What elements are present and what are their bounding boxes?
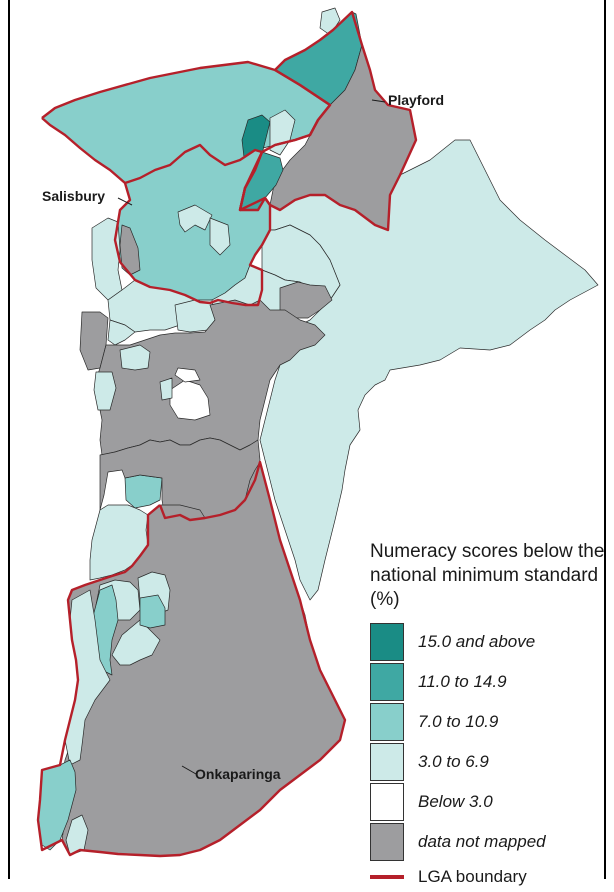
legend-swatch [370, 783, 404, 821]
frame-right-border [604, 0, 606, 879]
map-region [119, 344, 151, 371]
legend-item-label: Below 3.0 [418, 792, 493, 811]
onkaparinga-boundary [36, 460, 347, 858]
leader-onkaparinga [181, 765, 197, 775]
legend-item: data not mapped [370, 822, 610, 862]
legend-boundary-swatch [370, 875, 404, 879]
legend-title: Numeracy scores below the national minim… [370, 541, 605, 610]
leader-playford [371, 99, 386, 103]
legend-boundary-label: LGA boundary [418, 867, 527, 886]
legend-item-label: 11.0 to 14.9 [418, 672, 507, 691]
lga-boundaries [36, 10, 418, 858]
legend-item: 3.0 to 6.9 [370, 742, 610, 782]
legend-item-label: 15.0 and above [418, 632, 536, 651]
salisbury-inner [124, 143, 264, 211]
legend-swatch [370, 703, 404, 741]
salisbury-boundary [41, 60, 332, 307]
legend-item: 11.0 to 14.9 [370, 662, 610, 702]
map-region [269, 109, 296, 156]
map-regions [37, 7, 599, 857]
legend-item: 7.0 to 10.9 [370, 702, 610, 742]
label-salisbury: Salisbury [42, 188, 106, 204]
map-region [259, 139, 599, 601]
frame-left-border [8, 0, 10, 879]
legend-item: 15.0 and above [370, 622, 610, 662]
map-region [124, 474, 163, 509]
legend-rows: 15.0 and above 11.0 to 14.9 7.0 to 10.9 3.0… [370, 622, 610, 862]
legend-item-label: data not mapped [418, 832, 546, 851]
map-legend: Numeracy scores below the national minim… [370, 540, 610, 892]
map-region [119, 224, 141, 276]
label-onkaparinga: Onkaparinga [195, 766, 281, 782]
legend-item-label: 7.0 to 10.9 [418, 712, 499, 731]
legend-item-label: 3.0 to 6.9 [418, 752, 489, 771]
label-playford: Playford [388, 92, 445, 108]
legend-boundary-row: LGA boundary [370, 862, 610, 892]
legend-swatch [370, 743, 404, 781]
legend-swatch [370, 623, 404, 661]
map-region [159, 377, 173, 401]
map-region [177, 204, 213, 233]
legend-item: Below 3.0 [370, 782, 610, 822]
map-region [93, 371, 117, 411]
legend-swatch [370, 823, 404, 861]
map-region [174, 367, 201, 383]
map-region [139, 594, 166, 629]
leader-salisbury [117, 197, 133, 206]
map-region [107, 319, 136, 346]
map-region [209, 217, 231, 256]
legend-swatch [370, 663, 404, 701]
